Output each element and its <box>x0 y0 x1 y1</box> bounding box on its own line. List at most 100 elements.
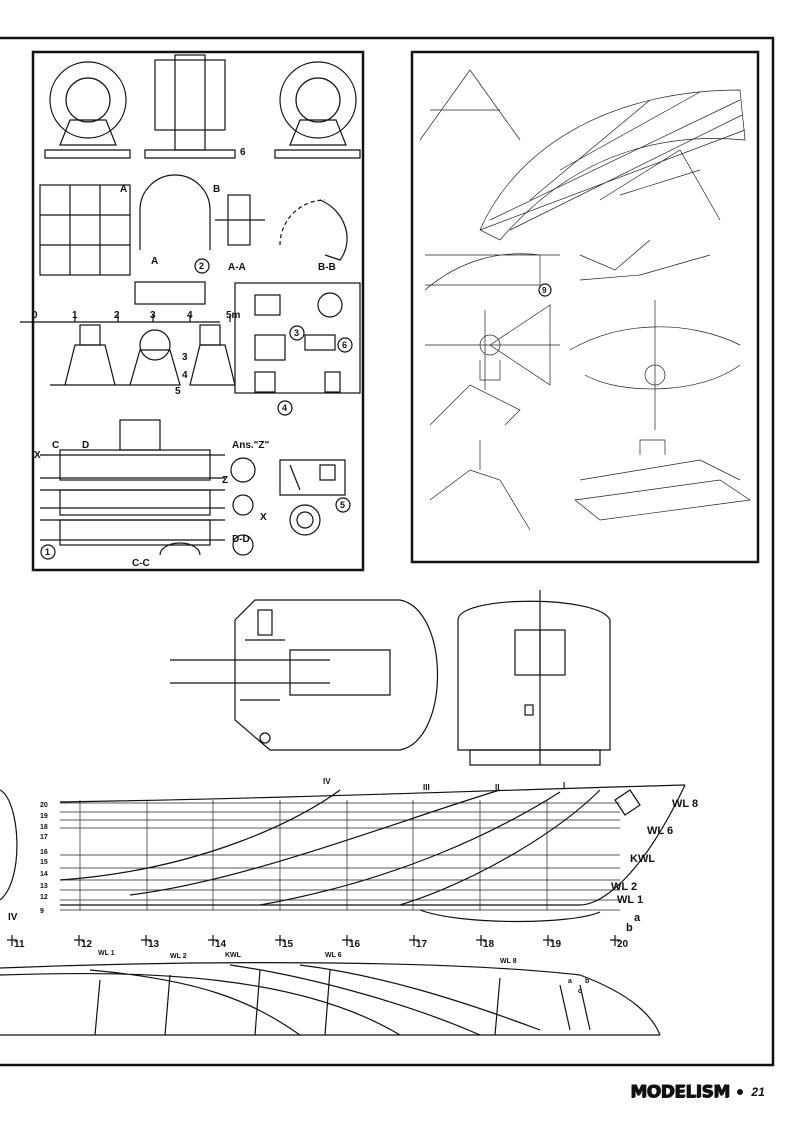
svg-text:WL 2: WL 2 <box>170 953 187 960</box>
svg-text:3: 3 <box>182 352 188 363</box>
svg-text:WL 6: WL 6 <box>325 952 342 959</box>
svg-text:16: 16 <box>40 849 48 856</box>
svg-text:20: 20 <box>40 802 48 809</box>
page-frame <box>0 36 775 1067</box>
station-marker <box>141 935 151 946</box>
svg-text:13: 13 <box>40 883 48 890</box>
station-number: 12 <box>81 939 93 950</box>
weapons-panel-labels: A B A A-A B-B 0 1 2 3 4 5m 3 4 5 6 C D X… <box>32 147 336 569</box>
svg-text:KWL: KWL <box>225 952 242 959</box>
svg-text:5: 5 <box>340 500 345 510</box>
gun-mount-views <box>20 54 361 556</box>
svg-text:6: 6 <box>342 340 347 350</box>
station-number: 18 <box>483 939 495 950</box>
station-marker <box>409 935 419 946</box>
radar-callout: 9 <box>542 286 547 295</box>
svg-text:9: 9 <box>40 908 44 915</box>
svg-text:II: II <box>495 783 499 792</box>
svg-text:a: a <box>634 912 641 924</box>
turret-views <box>170 590 611 766</box>
plan-waterline-labels: WL 1 WL 2 KWL WL 6 WL 8 a b c <box>98 950 589 995</box>
svg-text:WL 1: WL 1 <box>617 894 643 906</box>
svg-text:X: X <box>34 450 41 461</box>
bullet-dot <box>737 1089 744 1095</box>
svg-text:IV: IV <box>8 912 18 923</box>
radar-antenna-panel: 9 <box>410 50 760 564</box>
svg-text:D: D <box>82 440 89 451</box>
magazine-logo: MODELISM <box>630 1082 730 1102</box>
svg-text:4: 4 <box>182 370 188 381</box>
svg-text:17: 17 <box>40 834 48 841</box>
hull-lines-drawing: IV III II I IV 20 19 18 17 16 15 14 13 1… <box>0 777 698 950</box>
svg-text:IV: IV <box>323 777 331 786</box>
svg-text:WL 6: WL 6 <box>647 825 673 837</box>
radar-panel-frame <box>410 50 760 564</box>
page-number: 21 <box>751 1085 765 1099</box>
svg-text:1: 1 <box>72 310 78 321</box>
svg-text:19: 19 <box>40 813 48 820</box>
station-number: 14 <box>215 939 227 950</box>
half-breadth-plan: WL 1 WL 2 KWL WL 6 WL 8 a b c <box>0 950 661 1036</box>
svg-text:14: 14 <box>40 871 48 878</box>
svg-text:0: 0 <box>32 310 38 321</box>
svg-text:WL 2: WL 2 <box>611 881 637 893</box>
svg-text:b: b <box>585 978 589 985</box>
station-numbers: 11 12 13 14 15 16 17 18 19 20 <box>7 935 629 950</box>
svg-text:X: X <box>260 512 267 523</box>
svg-text:A-A: A-A <box>228 262 246 273</box>
svg-text:WL 8: WL 8 <box>500 958 517 965</box>
station-marker <box>610 935 620 946</box>
svg-text:D-D: D-D <box>232 534 250 545</box>
svg-text:4: 4 <box>282 403 287 413</box>
svg-text:b: b <box>626 922 633 934</box>
svg-text:I: I <box>563 781 565 790</box>
callout-markers: 2 3 4 5 6 1 <box>40 258 353 560</box>
svg-text:2: 2 <box>199 261 204 271</box>
svg-text:5m: 5m <box>226 310 241 321</box>
svg-text:3: 3 <box>150 310 156 321</box>
station-marker <box>543 935 553 946</box>
station-marker <box>476 935 486 946</box>
svg-text:3: 3 <box>294 328 299 338</box>
radar-drawings <box>419 69 751 531</box>
weapons-panel-frame <box>31 50 365 572</box>
svg-text:B-B: B-B <box>318 262 336 273</box>
svg-text:4: 4 <box>187 310 193 321</box>
station-marker <box>208 935 218 946</box>
svg-text:a: a <box>568 978 572 985</box>
station-number: 13 <box>148 939 160 950</box>
svg-text:C-C: C-C <box>132 558 150 569</box>
hull-profile <box>0 784 686 923</box>
waterline-numbers: 20 19 18 17 16 15 14 13 12 9 <box>40 802 48 915</box>
waterline-grid <box>60 800 620 911</box>
svg-text:III: III <box>423 783 430 792</box>
station-number: 20 <box>617 939 629 950</box>
svg-text:2: 2 <box>114 310 120 321</box>
waterline-labels: WL 8 WL 6 KWL WL 2 WL 1 a b <box>611 798 698 934</box>
svg-text:B: B <box>213 184 220 195</box>
svg-text:18: 18 <box>40 824 48 831</box>
station-number: 19 <box>550 939 562 950</box>
svg-text:A: A <box>120 184 127 195</box>
svg-text:WL 1: WL 1 <box>98 950 115 957</box>
svg-text:5: 5 <box>175 386 181 397</box>
station-number: 11 <box>14 939 25 950</box>
svg-text:KWL: KWL <box>630 853 655 865</box>
svg-text:12: 12 <box>40 894 48 901</box>
page-footer: MODELISM 21 <box>630 1082 765 1102</box>
station-number: 15 <box>282 939 294 950</box>
svg-text:Z: Z <box>222 475 228 486</box>
station-marker <box>7 935 17 946</box>
svg-text:c: c <box>578 988 582 995</box>
weapons-panel: A B A A-A B-B 0 1 2 3 4 5m 3 4 5 6 C D X… <box>20 50 365 572</box>
station-number: 16 <box>349 939 361 950</box>
station-number: 17 <box>416 939 428 950</box>
svg-text:C: C <box>52 440 59 451</box>
svg-text:1: 1 <box>45 547 50 557</box>
section-labels: IV III II I IV <box>8 777 565 923</box>
station-marker <box>74 935 84 946</box>
station-marker <box>275 935 285 946</box>
svg-text:A: A <box>151 256 158 267</box>
svg-text:15: 15 <box>40 859 48 866</box>
